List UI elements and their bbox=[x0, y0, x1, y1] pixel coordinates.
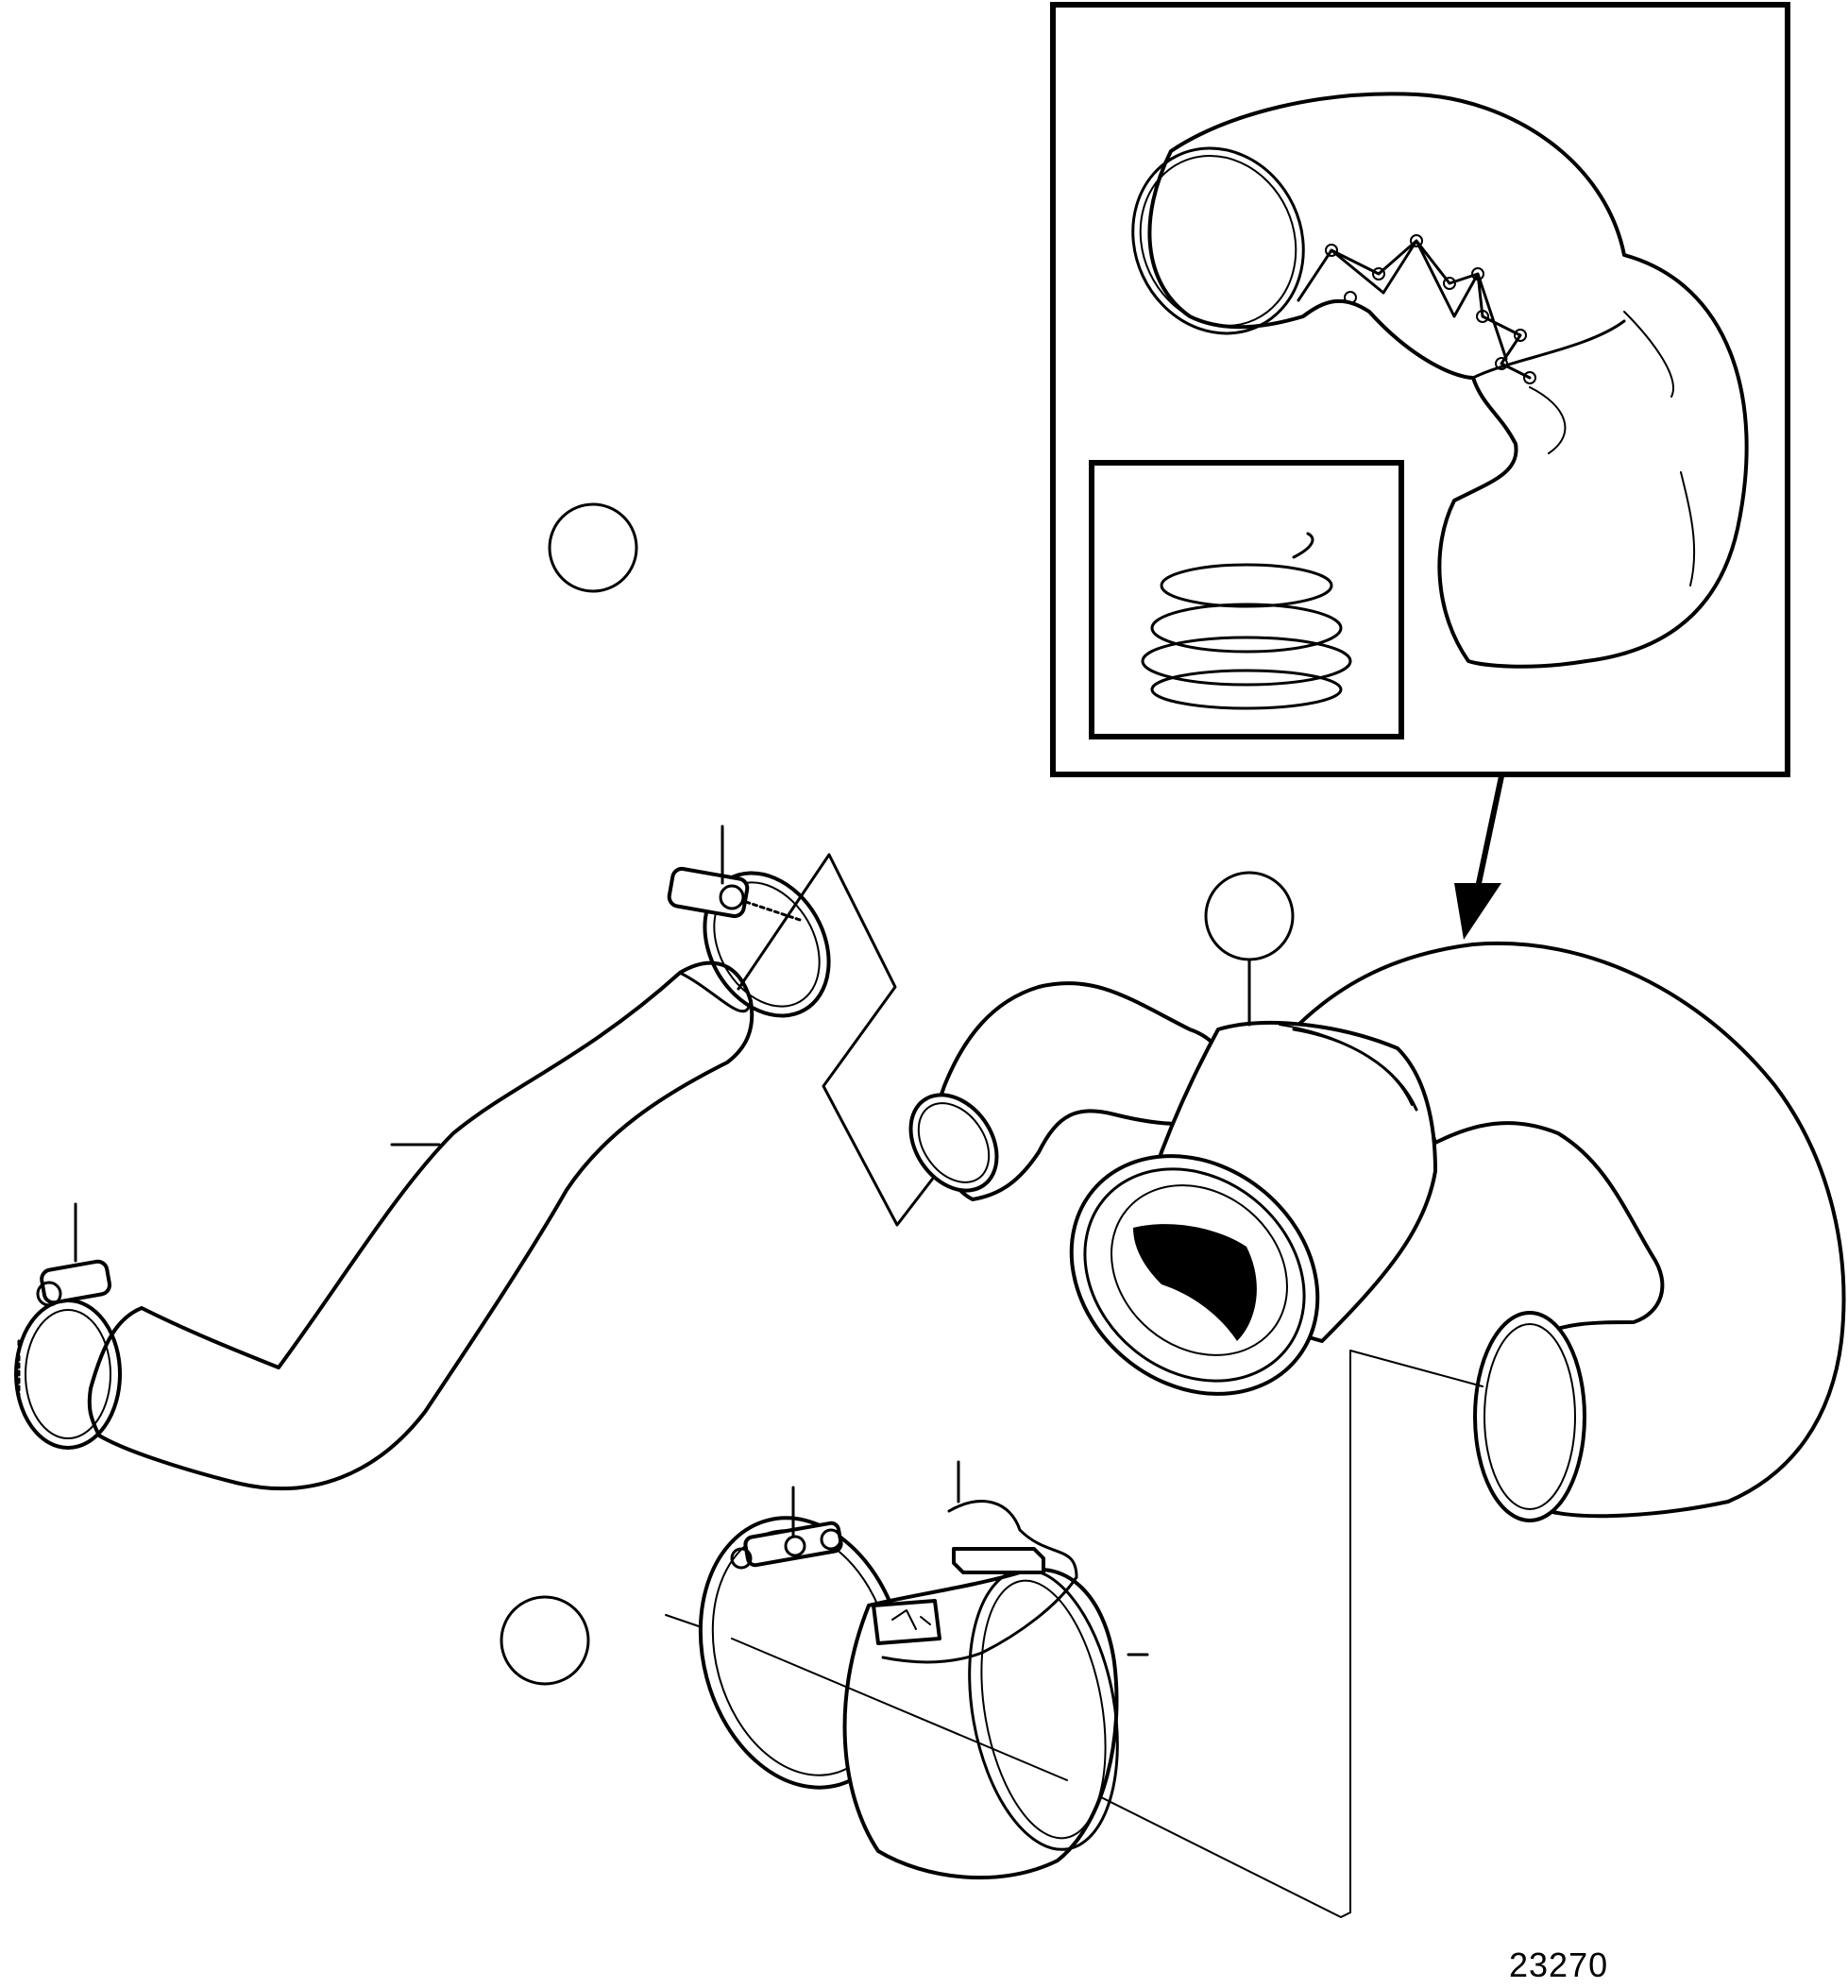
callout-circle-2 bbox=[1204, 871, 1295, 961]
left-coolant-hose bbox=[87, 960, 754, 1491]
heat-shield-band bbox=[842, 1460, 1149, 1880]
detail-inset bbox=[1050, 2, 1790, 777]
hose-end-opening bbox=[1131, 146, 1305, 335]
leader-zigzag bbox=[737, 853, 937, 1227]
detail-inset-frame bbox=[1050, 2, 1790, 777]
small-hose-end bbox=[908, 1093, 999, 1193]
hose-sleeve-detail bbox=[1131, 92, 1749, 669]
exhaust-elbow-assembly bbox=[908, 942, 1846, 1522]
leader-clamp-axis bbox=[665, 1614, 700, 1627]
hose-clamp-left bbox=[14, 1202, 122, 1450]
figure-number: 23270 bbox=[1509, 1946, 1609, 1984]
hose-clamp-upper bbox=[667, 824, 831, 1018]
outlet-collar bbox=[1473, 1311, 1586, 1522]
spring-inset-frame bbox=[1089, 460, 1404, 739]
sleeve-lacing bbox=[1297, 239, 1532, 380]
callout-circle-3 bbox=[500, 1595, 590, 1686]
spring-coil bbox=[1141, 532, 1352, 710]
detail-pointer-arrow bbox=[1454, 773, 1504, 940]
callout-circle-1 bbox=[548, 502, 638, 593]
leader-bottom bbox=[1066, 1350, 1483, 1918]
v-band-clamp bbox=[698, 1486, 907, 1790]
